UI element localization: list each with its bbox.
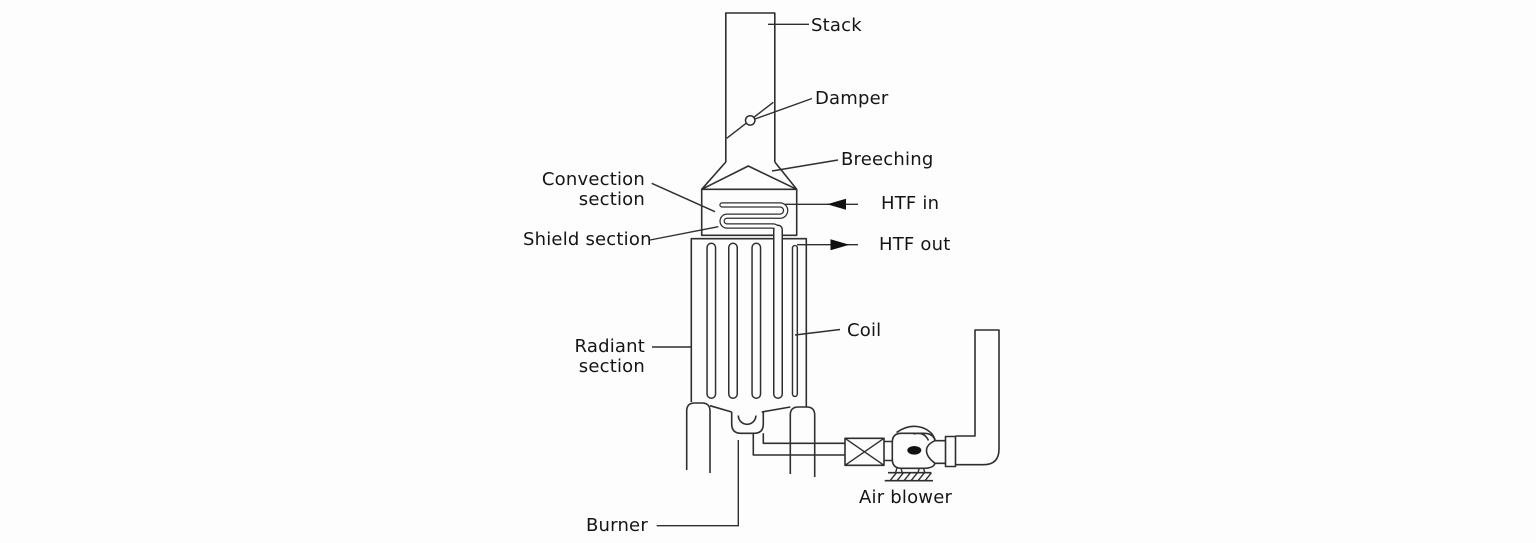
convection-box bbox=[700, 188, 798, 237]
blower-hub bbox=[907, 446, 922, 455]
support-legs bbox=[685, 402, 816, 477]
breeching-leader bbox=[771, 159, 839, 172]
air-blower-label: Air blower bbox=[859, 487, 953, 508]
convection-section-label: Convection section bbox=[541, 169, 645, 210]
stack-label: Stack bbox=[811, 15, 862, 36]
damper-symbol bbox=[726, 101, 774, 139]
htf-in-arrow bbox=[785, 198, 858, 210]
htf-in-label: HTF in bbox=[881, 193, 940, 214]
htf-out-arrow bbox=[797, 239, 858, 251]
ground-symbol bbox=[884, 471, 933, 482]
breeching-label: Breeching bbox=[841, 149, 934, 170]
air-intake-duct bbox=[955, 329, 1000, 466]
blower-outlet-flange bbox=[944, 435, 957, 468]
burner-label: Burner bbox=[586, 515, 648, 536]
radiant-section-label: Radiant section bbox=[574, 336, 645, 377]
blower-body bbox=[891, 425, 957, 473]
htf-out-label: HTF out bbox=[879, 234, 951, 255]
radiant-box bbox=[690, 237, 808, 407]
damper-pivot bbox=[744, 114, 756, 126]
inlet-cone bbox=[844, 437, 893, 467]
damper-label: Damper bbox=[815, 88, 889, 109]
shield-section-label: Shield section bbox=[523, 229, 652, 250]
breeching-outline bbox=[701, 161, 798, 191]
burner-assembly bbox=[730, 412, 765, 435]
damper-leader bbox=[754, 97, 813, 120]
burner-leader bbox=[656, 440, 739, 527]
coil-leader bbox=[794, 328, 841, 336]
convection-leader bbox=[651, 182, 716, 213]
shield-leader bbox=[649, 226, 719, 241]
coil-tubes-inner bbox=[707, 203, 797, 398]
combustion-air-duct bbox=[752, 433, 845, 456]
stack-outline bbox=[725, 12, 776, 162]
leader-lines bbox=[649, 23, 841, 527]
coil-label: Coil bbox=[847, 320, 882, 341]
